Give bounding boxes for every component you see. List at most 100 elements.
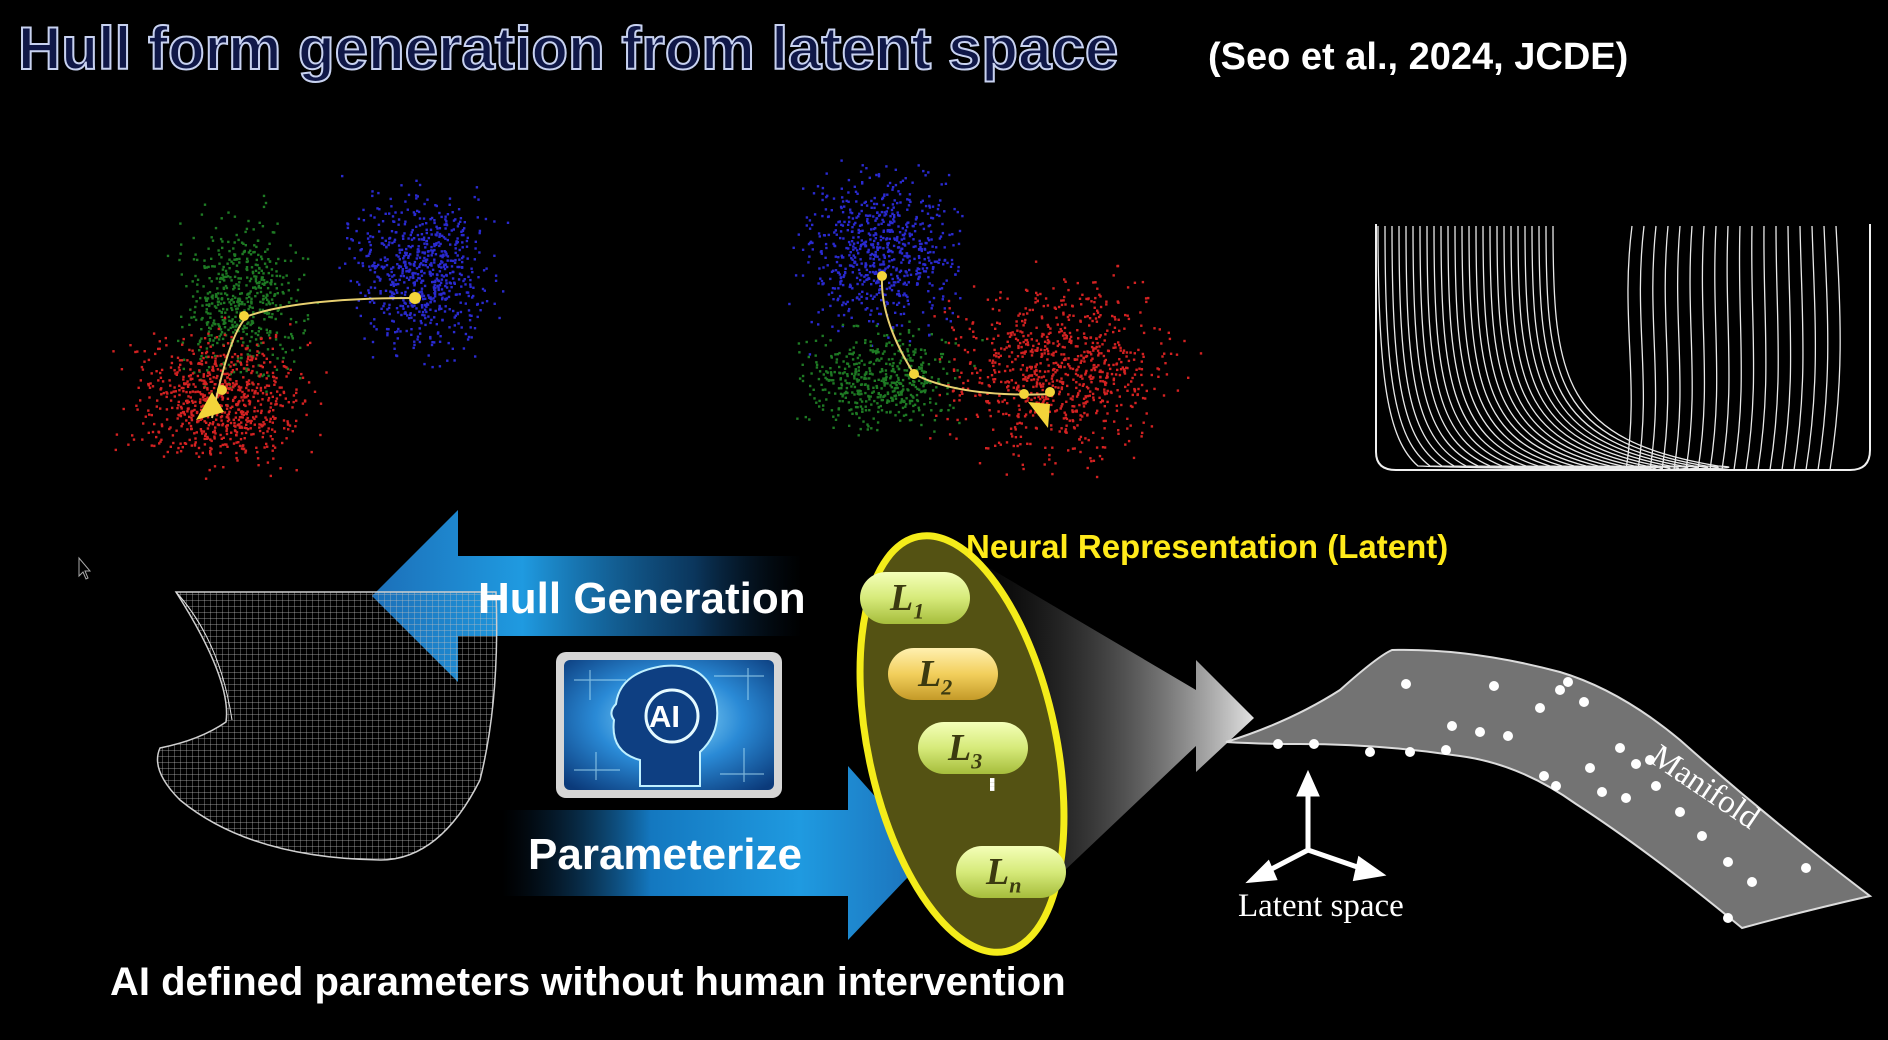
cloud-point [856, 324, 860, 328]
cloud-point [218, 253, 221, 256]
cloud-point [859, 245, 862, 248]
cloud-point [455, 240, 458, 243]
cloud-point [835, 361, 838, 364]
cloud-point [416, 209, 419, 213]
cloud-point [906, 256, 909, 259]
cloud-point [880, 379, 883, 382]
cloud-point [427, 294, 430, 297]
cloud-point [410, 328, 413, 331]
cloud-point [810, 320, 813, 324]
cloud-point [227, 363, 231, 367]
cloud-point [240, 353, 243, 356]
cloud-point [1022, 313, 1025, 316]
cloud-point [853, 256, 857, 259]
cloud-point [283, 259, 287, 262]
cloud-point [237, 284, 240, 287]
cloud-point [368, 240, 371, 244]
cloud-point [198, 379, 201, 382]
cloud-point [935, 213, 939, 217]
hull-generation-arrow [372, 510, 802, 682]
cloud-point [301, 402, 305, 405]
cloud-point [377, 276, 381, 279]
cloud-point [939, 409, 942, 412]
cloud-point [387, 243, 390, 247]
cloud-point [395, 289, 398, 292]
cloud-point [876, 402, 879, 405]
cloud-point [976, 371, 979, 374]
cloud-point [1069, 397, 1072, 400]
cloud-point [270, 280, 273, 283]
cloud-point [273, 417, 276, 420]
cloud-point [227, 416, 230, 419]
cloud-point [245, 360, 249, 363]
cloud-point [1047, 325, 1050, 328]
cloud-point [437, 241, 440, 244]
cloud-point [854, 373, 857, 376]
cloud-point [200, 337, 203, 340]
cloud-point [1025, 379, 1029, 382]
cloud-point [230, 279, 233, 282]
cloud-point [873, 196, 876, 200]
cloud-point [196, 283, 199, 286]
cloud-point [444, 284, 447, 288]
cloud-point [888, 281, 891, 285]
cloud-point [243, 396, 246, 399]
cloud-point [445, 220, 448, 223]
cloud-point [418, 217, 422, 220]
cloud-point [449, 272, 452, 275]
cloud-point [397, 218, 401, 221]
cloud-point [801, 274, 805, 277]
cloud-point [1014, 337, 1018, 340]
cloud-point [874, 255, 877, 258]
cloud-point [285, 375, 288, 378]
manifold-point [1631, 759, 1641, 769]
cloud-point [890, 228, 893, 232]
cloud-point [907, 242, 910, 245]
cloud-point [390, 294, 394, 298]
cloud-point [369, 286, 373, 289]
cloud-point [303, 319, 306, 322]
cloud-point [848, 424, 851, 427]
cloud-point [893, 389, 896, 393]
cloud-point [1126, 427, 1129, 430]
cloud-point [1060, 405, 1063, 408]
cloud-point [1056, 363, 1060, 367]
cloud-point [940, 183, 943, 186]
cloud-point [253, 250, 256, 254]
cloud-point [868, 398, 871, 401]
cloud-point [999, 354, 1002, 357]
cloud-point [907, 261, 911, 264]
cloud-point [437, 288, 440, 292]
cloud-point [168, 427, 171, 431]
cloud-point [810, 372, 813, 375]
cloud-point [872, 258, 875, 261]
cloud-point [191, 377, 194, 381]
cloud-point [464, 302, 467, 305]
cloud-point [226, 445, 229, 448]
cloud-point [158, 442, 161, 445]
cloud-point [420, 304, 424, 307]
cloud-point [136, 408, 139, 411]
cloud-point [463, 227, 466, 230]
cloud-point [928, 204, 931, 207]
cloud-point [454, 258, 457, 262]
cloud-point [899, 419, 902, 422]
cloud-point [903, 232, 907, 235]
cloud-point [844, 302, 848, 306]
cloud-point [1145, 300, 1148, 304]
cloud-point [229, 372, 232, 376]
cloud-point [949, 265, 953, 268]
cloud-point [460, 273, 463, 277]
cloud-point [912, 350, 915, 353]
cloud-point [1055, 316, 1058, 319]
cloud-point [458, 293, 461, 296]
cloud-point [424, 259, 427, 262]
cloud-point [1068, 314, 1071, 317]
cloud-point [980, 382, 984, 385]
cloud-point [241, 327, 245, 330]
cloud-point [871, 270, 875, 274]
cloud-point [1065, 417, 1069, 421]
cloud-point [240, 396, 243, 399]
cloud-point [182, 378, 185, 381]
cloud-point [253, 417, 256, 421]
